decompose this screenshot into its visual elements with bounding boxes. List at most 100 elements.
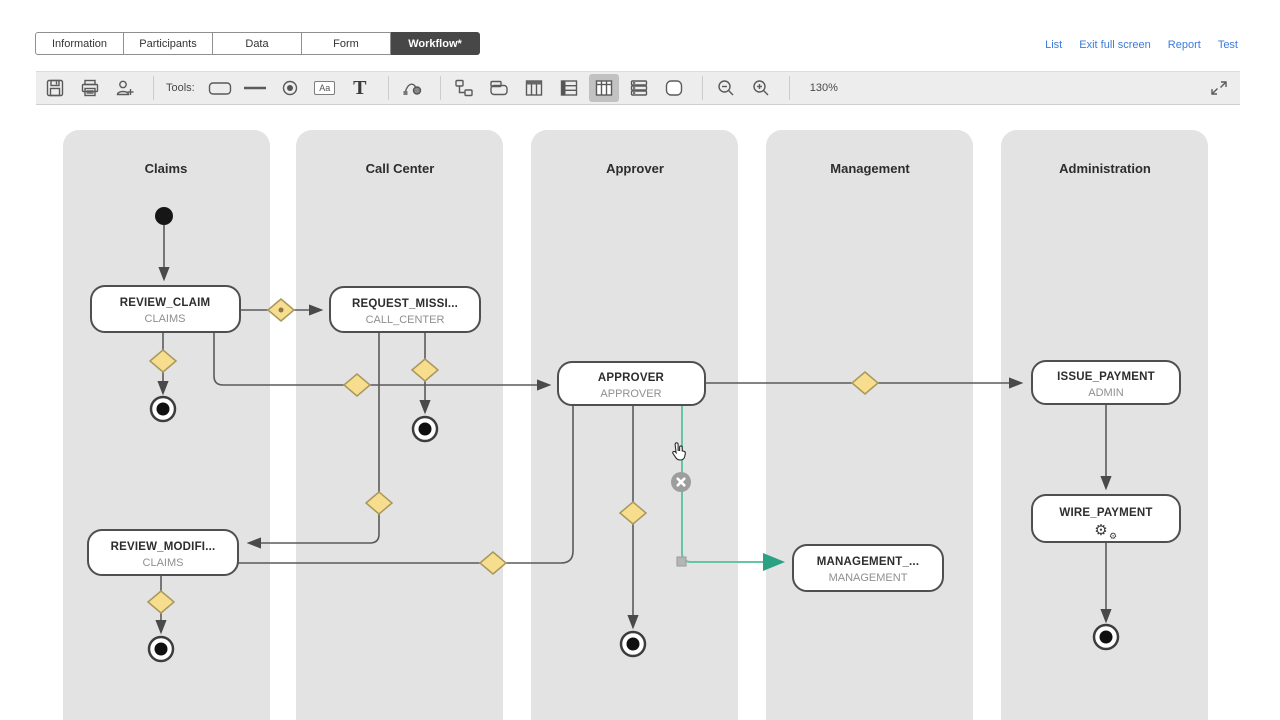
zoom-level-label: 130%: [809, 82, 838, 94]
end-event-claims-2[interactable]: [147, 635, 175, 663]
start-event[interactable]: [155, 207, 173, 225]
test-link[interactable]: Test: [1217, 39, 1238, 51]
tab-workflow[interactable]: Workflow*: [391, 32, 480, 55]
rectangle-tool-button[interactable]: [205, 74, 235, 102]
delete-connector-button[interactable]: [671, 472, 691, 492]
activity-approver[interactable]: APPROVER APPROVER: [557, 361, 706, 406]
table-header-left-tool-button[interactable]: [554, 74, 584, 102]
rectangle-tool-icon: [208, 82, 231, 95]
activity-request-missing[interactable]: REQUEST_MISSI... CALL_CENTER: [329, 286, 481, 333]
rounded-box-tool-icon: [665, 80, 682, 96]
connector-review-claim-to-approver[interactable]: [213, 332, 552, 391]
tab-bar: Information Participants Data Form Workf…: [35, 32, 480, 55]
route-tool-button[interactable]: [449, 74, 479, 102]
save-button[interactable]: [40, 74, 70, 102]
area-text-tool-button[interactable]: Aa: [310, 74, 340, 102]
activity-title: REQUEST_MISSI...: [352, 298, 458, 310]
table-columns-tool-icon: [525, 80, 542, 96]
activity-management[interactable]: MANAGEMENT_... MANAGEMENT: [792, 544, 944, 592]
close-icon: [676, 477, 686, 487]
toolbar-separator: [701, 76, 703, 100]
lane-title: Approver: [606, 161, 664, 176]
tab-information[interactable]: Information: [35, 32, 124, 55]
activity-wire-payment[interactable]: WIRE_PAYMENT ⚙ ⚙: [1031, 494, 1181, 543]
gateway-approver-down[interactable]: [618, 501, 648, 525]
zoom-out-icon: [718, 80, 734, 96]
swimlane-call-center[interactable]: Call Center: [296, 130, 503, 720]
activity-review-modified[interactable]: REVIEW_MODIFI... CLAIMS: [87, 529, 239, 576]
gear-small-icon: ⚙: [1109, 532, 1117, 542]
expand-icon: [1211, 81, 1227, 95]
activity-subtitle: CLAIMS: [145, 313, 186, 325]
tab-form[interactable]: Form: [302, 32, 391, 55]
gateway-to-issue-payment[interactable]: [850, 371, 880, 395]
expand-canvas-button[interactable]: [1204, 74, 1234, 102]
add-participant-button[interactable]: [110, 74, 140, 102]
activity-issue-payment[interactable]: ISSUE_PAYMENT ADMIN: [1031, 360, 1181, 405]
activity-subtitle: MANAGEMENT: [829, 572, 908, 584]
end-event-administration[interactable]: [1092, 623, 1120, 651]
lane-title: Claims: [145, 161, 188, 176]
exit-full-screen-link[interactable]: Exit full screen: [1079, 39, 1151, 51]
lane-title: Call Center: [366, 161, 435, 176]
workflow-canvas[interactable]: Claims Call Center Approver Management A…: [0, 110, 1280, 720]
end-event-claims[interactable]: [149, 395, 177, 423]
activity-review-claim[interactable]: REVIEW_CLAIM CLAIMS: [90, 285, 241, 333]
gateway-request-missing-down[interactable]: [410, 358, 440, 382]
activity-title: MANAGEMENT_...: [817, 556, 919, 568]
connector-tool-button[interactable]: [397, 74, 427, 102]
swimlane-administration[interactable]: Administration: [1001, 130, 1208, 720]
swimlane-approver[interactable]: Approver: [531, 130, 738, 720]
connector-tool-icon: [403, 83, 421, 95]
line-tool-icon: [243, 86, 266, 90]
tab-data[interactable]: Data: [213, 32, 302, 55]
table-header-left-tool-icon: [560, 80, 577, 96]
activity-subtitle: APPROVER: [600, 388, 661, 400]
rounded-box-tool-button[interactable]: [659, 74, 689, 102]
tools-label: Tools:: [166, 82, 195, 94]
report-link[interactable]: Report: [1167, 39, 1201, 51]
vertical-swimlanes-tool-icon: [595, 80, 612, 96]
horizontal-rows-tool-button[interactable]: [624, 74, 654, 102]
gateway-review-claim-right[interactable]: [266, 298, 296, 322]
gateway-dot: [278, 307, 284, 313]
gateway-to-approver[interactable]: [342, 373, 372, 397]
connector-review-modified-to-approver[interactable]: [238, 406, 574, 564]
activity-subtitle: CLAIMS: [143, 557, 184, 569]
zoom-out-button[interactable]: [711, 74, 741, 102]
events: [147, 207, 1120, 663]
gateway-to-review-modified[interactable]: [364, 491, 394, 515]
activity-title: REVIEW_MODIFI...: [111, 541, 216, 553]
start-node-tool-button[interactable]: [275, 74, 305, 102]
gateways: [146, 298, 880, 614]
lane-title: Administration: [1059, 161, 1151, 176]
activity-subtitle: CALL_CENTER: [366, 314, 445, 326]
gear-icon: ⚙: [1094, 521, 1107, 539]
end-event-call-center[interactable]: [411, 415, 439, 443]
tab-participants[interactable]: Participants: [124, 32, 213, 55]
zoom-in-button[interactable]: [746, 74, 776, 102]
start-node-tool-icon: [282, 80, 297, 96]
activity-title: WIRE_PAYMENT: [1059, 507, 1152, 519]
vertical-swimlanes-tool-button[interactable]: [588, 74, 619, 102]
print-button[interactable]: [75, 74, 105, 102]
header-links: List Exit full screen Report Test: [1045, 39, 1238, 51]
connector-request-missing-to-review-modified[interactable]: [246, 332, 380, 549]
activity-subtitle: ADMIN: [1088, 387, 1124, 399]
line-tool-button[interactable]: [240, 74, 270, 102]
text-tool-button[interactable]: T: [345, 74, 375, 102]
save-icon: [46, 79, 64, 97]
activity-block-tool-button[interactable]: [484, 74, 514, 102]
toolbar-separator: [788, 76, 790, 100]
gateway-review-claim-down[interactable]: [148, 349, 178, 373]
connector-bend-handle[interactable]: [676, 556, 687, 567]
gateway-review-modified-down[interactable]: [146, 590, 176, 614]
end-event-approver[interactable]: [619, 630, 647, 658]
activity-title: APPROVER: [598, 372, 665, 384]
toolbar: Tools: Aa T: [36, 71, 1240, 105]
swimlane-management[interactable]: Management: [766, 130, 973, 720]
list-link[interactable]: List: [1045, 39, 1063, 51]
gateway-review-modified-right[interactable]: [478, 551, 508, 575]
lane-title: Management: [830, 161, 910, 176]
table-columns-tool-button[interactable]: [519, 74, 549, 102]
